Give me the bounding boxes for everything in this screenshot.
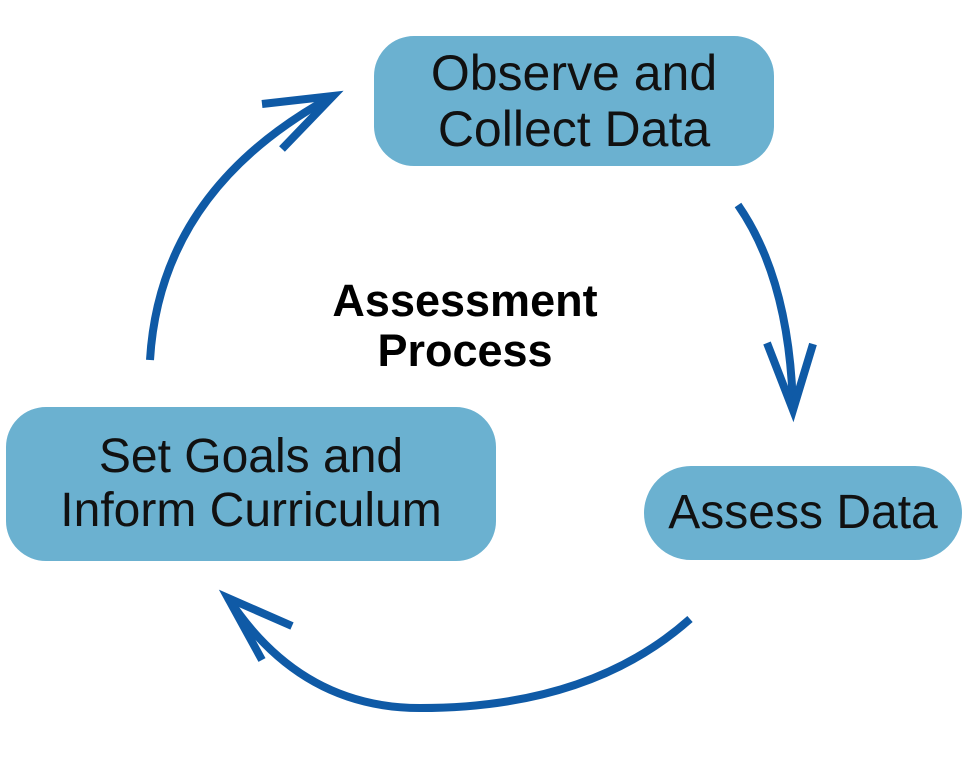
node-observe-line2: Collect Data: [437, 101, 711, 157]
node-set-goals-inform-curriculum: Set Goals and Inform Curriculum: [4, 405, 498, 563]
diagram-title: Assessment Process: [265, 276, 665, 376]
node-assess-line1: Assess Data: [668, 486, 938, 539]
diagram-title-line2: Process: [377, 325, 553, 376]
node-goals-line2: Inform Curriculum: [60, 484, 442, 537]
node-assess-data: Assess Data: [642, 464, 964, 562]
node-observe-line1: Observe and: [430, 45, 718, 101]
node-observe-collect-data: Observe and Collect Data: [372, 34, 776, 168]
arrow-observe-to-assess: [734, 202, 817, 423]
node-goals-line1: Set Goals and: [98, 430, 404, 483]
arrow-goals-to-observe: [146, 90, 344, 361]
diagram-title-line1: Assessment: [332, 275, 598, 326]
arrow-assess-to-goals: [218, 589, 693, 713]
